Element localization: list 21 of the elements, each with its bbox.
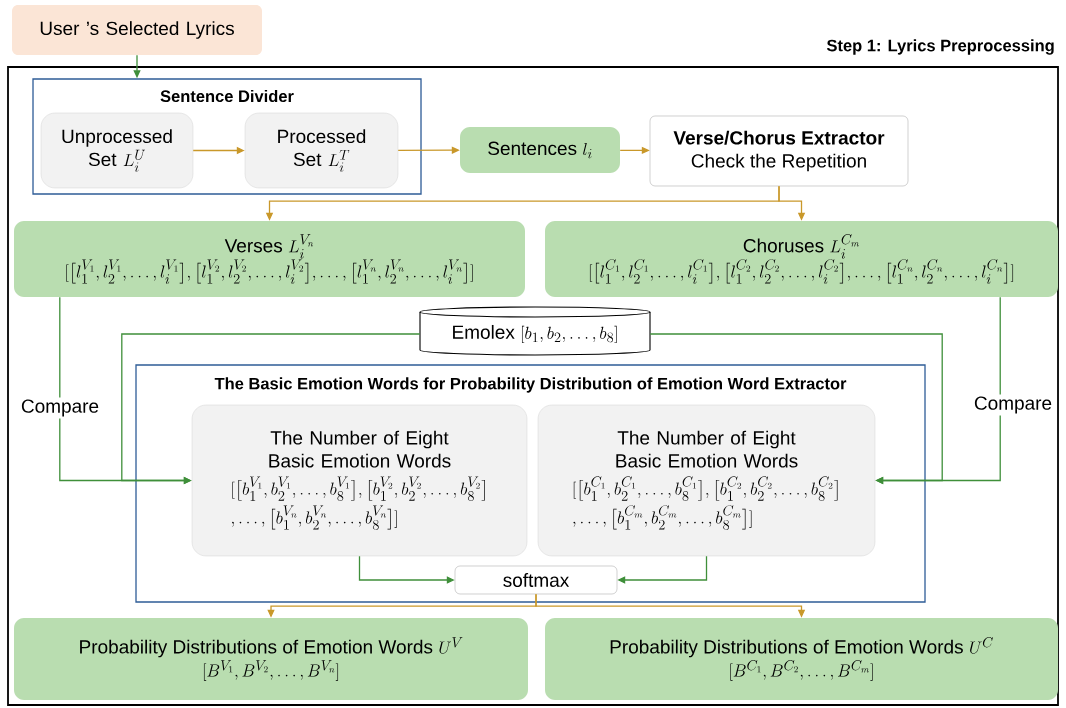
count-box: The Number of Eight Basic Emotion Words $\begin{aligned}&[\big[b_1^{V_1}, b_2^{V_1}, \ldots, b_8^{V_1}\big], \big[b_1^{V_2}, b_2^{V_2}, \ldots, b_8^{V_2}\big]\\ &, \ldots, \big[b_1^{V_n}, b_2^{V_n}, \ldots, b_8^{V_n}\big]]\end{aligned}$ (191, 404, 528, 557)
input-box: User ’s Selected Lyrics (12, 5, 262, 55)
data-box: Choruses $L_i^{C_m}$ $[\big[l_1^{C_1}, l_2^{C_1}, \ldots, l_i^{C_1}\big], \big[l_1^{C_2}, l_2^{C_2}, \ldots, l_i^{C_2}\big], \ldots, \big[l_1^{C_n}, l_2^{C_n}, \ldots, l_i^{C_n}\big]]$ (545, 221, 1058, 297)
softmax-box: softmax (454, 565, 618, 595)
module-heading: Sentence Divider (160, 89, 294, 103)
output-box: Probability Distributions of Emotion Words $U^{V}$ $[B^{V_1}, B^{V_2}, \ldots, B^{V_n}]$ (14, 618, 528, 700)
module-box: Verse/Chorus Extractor Check the Repetition (649, 115, 909, 187)
process-box: Processed Set $L_i^{T}$ (244, 112, 399, 189)
edge-label: Compare (971, 394, 1055, 416)
edge-label: Compare (18, 397, 102, 419)
count-box: The Number of Eight Basic Emotion Words $\begin{aligned}&[\big[b_1^{C_1}, b_2^{C_1}, \ldots, b_8^{C_1}\big], \big[b_1^{C_2}, b_2^{C_2}, \ldots, b_8^{C_2}\big]\\ &, \ldots, \big[b_1^{C_m}, b_2^{C_m}, \ldots, b_8^{C_m}\big]]\end{aligned}$ (537, 404, 876, 557)
database-cylinder: Emolex $[b_1, b_2, \ldots, b_8]$ (419, 306, 651, 356)
data-box: Verses $L_i^{V_n}$ $[\big[l_1^{V_1}, l_2^{V_1}, \ldots, l_i^{V_1}\big], \big[l_1^{V_2}, l_2^{V_2}, \ldots, l_i^{V_2}\big], \ldots, \big[l_1^{V_n}, l_2^{V_n}, \ldots, l_i^{V_n}\big]]$ (14, 221, 525, 297)
data-box: Sentences $l_i$ (460, 127, 620, 173)
node-label: $[b_1, b_2, \ldots, b_8]$ (521, 325, 617, 344)
module-heading: The Basic Emotion Words for Probability Distribution of Emotion Word Extractor (214, 377, 847, 393)
process-box: Unprocessed Set $L_i^{U}$ (40, 112, 194, 189)
node-label: Emolex (453, 324, 515, 339)
arrow (649, 333, 943, 485)
step-heading: Step 1: Lyrics Preprocessing (826, 39, 1054, 55)
output-box: Probability Distributions of Emotion Words $U^{C}$ $[B^{C_1}, B^{C_2}, \ldots, B^{C_m}]$ (545, 618, 1058, 700)
